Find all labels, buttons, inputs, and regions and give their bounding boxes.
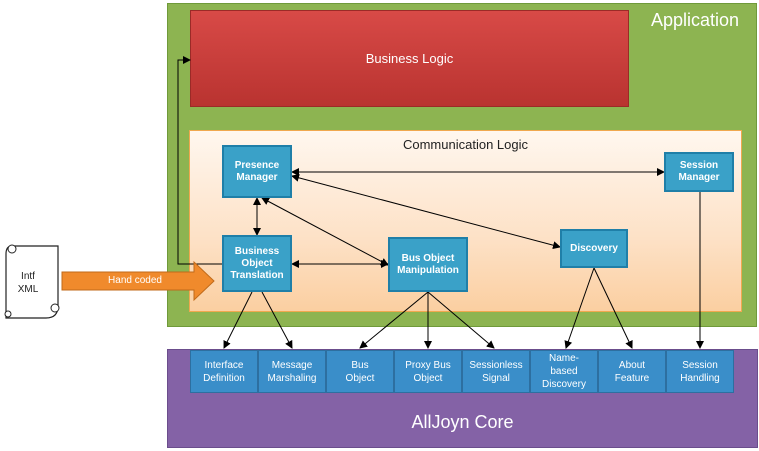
discovery-node: Discovery (560, 229, 628, 268)
business-logic-box: Business Logic (190, 10, 629, 107)
business-logic-label: Business Logic (365, 51, 454, 66)
edge-bot-interface (223, 291, 253, 349)
edge-discovery-about (593, 267, 633, 349)
edge-bom-sessionless (427, 291, 495, 349)
core-component: Sessionless Signal (462, 350, 530, 393)
core-component: Interface Definition (190, 350, 258, 393)
core-component: Proxy Bus Object (394, 350, 462, 393)
core-component: Session Handling (666, 350, 734, 393)
edge-bot-business-logic (177, 56, 222, 265)
hand-coded-arrow (61, 260, 215, 302)
hand-coded-label: Hand coded (108, 275, 162, 286)
application-title: Application (650, 10, 739, 30)
presence-manager-node: Presence Manager (222, 145, 292, 198)
edge-bom-busobject (359, 291, 429, 349)
core-component: Message Marshaling (258, 350, 326, 393)
session-manager-node: Session Manager (664, 152, 734, 192)
business-object-translation-node: Business Object Translation (222, 235, 292, 292)
bus-object-manipulation-node: Bus Object Manipulation (388, 237, 468, 292)
edge-presence-discovery (291, 173, 561, 250)
alljoyn-core-title: AllJoyn Core (411, 412, 514, 432)
scroll-icon (4, 244, 60, 319)
core-component: Bus Object (326, 350, 394, 393)
edge-discovery-namebased (564, 267, 595, 349)
edge-bot-marshaling (261, 291, 293, 349)
core-component: About Feature (598, 350, 666, 393)
intf-xml-label: Intf XML (17, 271, 39, 295)
communication-logic-title: Communication Logic (402, 137, 528, 152)
core-component: Name- based Discovery (530, 350, 598, 393)
